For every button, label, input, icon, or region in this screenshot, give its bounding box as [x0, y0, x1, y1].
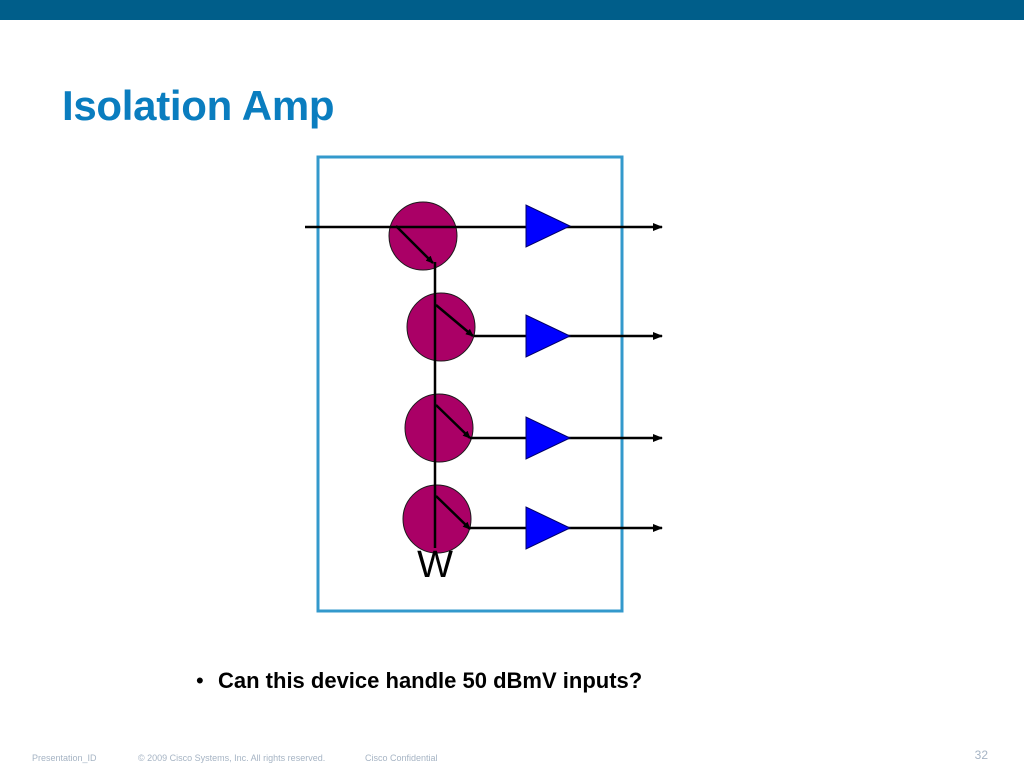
amplifier-2 — [525, 314, 572, 358]
bullet-text: Can this device handle 50 dBmV inputs? — [218, 668, 643, 693]
tap-arrow-4 — [435, 495, 471, 530]
amplifier-3 — [525, 416, 572, 460]
bullet-marker: • — [196, 668, 204, 693]
top-bar — [0, 0, 1024, 20]
footer-confidential: Cisco Confidential — [365, 753, 438, 763]
footer-presentation-id: Presentation_ID — [32, 753, 97, 763]
page-number: 32 — [974, 748, 988, 762]
coupler-3 — [404, 393, 474, 463]
footer-copyright: © 2009 Cisco Systems, Inc. All rights re… — [138, 753, 326, 763]
w-label: W — [417, 544, 453, 586]
coupler-4 — [402, 484, 472, 554]
tap-arrow-3 — [435, 404, 471, 439]
enclosure-box — [316, 155, 624, 613]
coupler-2 — [406, 292, 476, 362]
slide-title: Isolation Amp — [62, 82, 335, 129]
amplifier-4 — [525, 506, 572, 550]
coupler-1 — [388, 201, 458, 271]
tap-arrow-1 — [395, 225, 434, 264]
tap-arrow-2 — [435, 304, 474, 337]
amplifier-1 — [525, 204, 572, 248]
bullet-point: • Can this device handle 50 dBmV inputs? — [196, 668, 642, 694]
